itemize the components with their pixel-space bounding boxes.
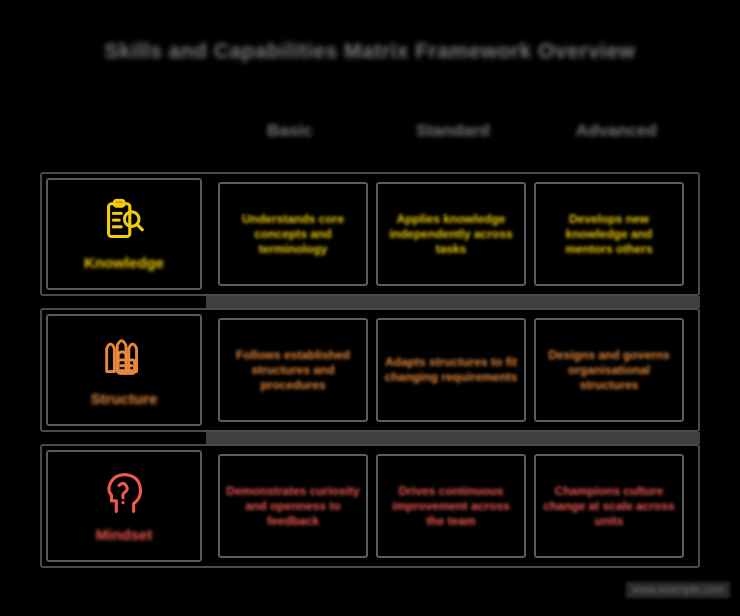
matrix-cell-mindset-advanced[interactable]: Champions culture change at scale across…: [534, 454, 684, 558]
watermark: www.example.com: [626, 582, 730, 598]
column-header-standard: Standard: [416, 121, 490, 140]
row-divider-1: [206, 296, 700, 308]
row-divider-2: [206, 432, 700, 444]
column-header-advanced: Advanced: [575, 121, 657, 140]
category-label-structure: Structure: [90, 390, 158, 408]
category-label-knowledge: Knowledge: [83, 254, 164, 272]
matrix-row-structure: Structure Follows established structures…: [40, 308, 700, 432]
category-cell-mindset[interactable]: Mindset: [46, 450, 202, 562]
matrix-cell-knowledge-basic[interactable]: Understands core concepts and terminolog…: [218, 182, 368, 286]
matrix-row-mindset: Mindset Demonstrates curiosity and openn…: [40, 444, 700, 568]
matrix-cell-text: Understands core concepts and terminolog…: [241, 211, 345, 256]
category-cell-knowledge[interactable]: Knowledge: [46, 178, 202, 290]
buildings-icon: [97, 333, 151, 385]
capability-matrix: Knowledge Understands core concepts and …: [40, 172, 700, 568]
matrix-cell-text: Adapts structures to fit changing requir…: [384, 355, 518, 384]
head-profile-icon: [97, 469, 151, 521]
page-title: Skills and Capabilities Matrix Framework…: [104, 40, 636, 63]
matrix-cell-text: Demonstrates curiosity and openness to f…: [226, 483, 360, 528]
matrix-cell-structure-basic[interactable]: Follows established structures and proce…: [218, 318, 368, 422]
matrix-cell-knowledge-standard[interactable]: Applies knowledge independently across t…: [376, 182, 526, 286]
matrix-cell-text: Drives continuous improvement across the…: [392, 483, 510, 528]
category-cell-structure[interactable]: Structure: [46, 314, 202, 426]
column-header-basic: Basic: [266, 121, 313, 140]
matrix-cell-text: Designs and governs organisational struc…: [548, 347, 670, 392]
matrix-row-knowledge: Knowledge Understands core concepts and …: [40, 172, 700, 296]
clipboard-search-icon: [97, 197, 151, 249]
matrix-cell-knowledge-advanced[interactable]: Develops new knowledge and mentors other…: [534, 182, 684, 286]
matrix-cell-text: Champions culture change at scale across…: [543, 483, 675, 528]
category-label-mindset: Mindset: [95, 526, 153, 544]
matrix-cell-text: Develops new knowledge and mentors other…: [565, 211, 653, 256]
matrix-cell-text: Follows established structures and proce…: [235, 347, 351, 392]
column-header-row: Basic Standard Advanced: [208, 118, 698, 148]
matrix-cell-mindset-standard[interactable]: Drives continuous improvement across the…: [376, 454, 526, 558]
matrix-cell-structure-standard[interactable]: Adapts structures to fit changing requir…: [376, 318, 526, 422]
matrix-cell-text: Applies knowledge independently across t…: [389, 211, 513, 256]
matrix-cell-structure-advanced[interactable]: Designs and governs organisational struc…: [534, 318, 684, 422]
matrix-cell-mindset-basic[interactable]: Demonstrates curiosity and openness to f…: [218, 454, 368, 558]
